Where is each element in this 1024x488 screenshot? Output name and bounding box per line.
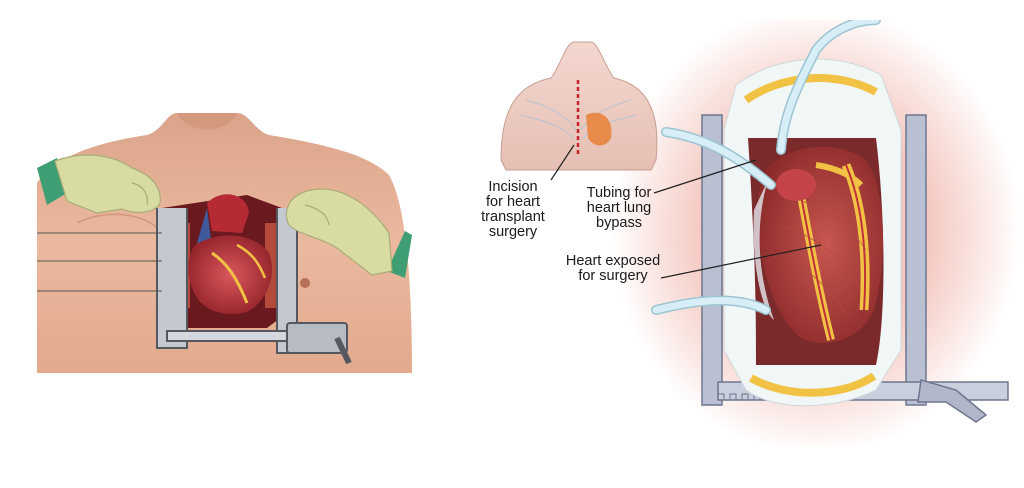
heart-exposed-label: Heart exposed for surgery [560,254,666,284]
gloved-hand-right [285,188,412,278]
heart-exposed [753,146,884,343]
surgical-field-svg [500,5,1021,455]
heart-exposed-label-line-1: Heart exposed [565,253,661,269]
open-chest-illustration [37,113,412,373]
bypass-tubing [651,15,881,315]
sternal-retractor [156,208,352,365]
surgical-field-illustration: Incision for heart transplant surgery Tu… [456,5,1021,455]
heart-pointer [660,244,822,279]
torso-diagram [500,41,658,171]
open-chest-svg [37,113,412,373]
tubing-label-line-1: Tubing for [586,185,652,201]
incision-pointer [550,144,575,181]
retractor-crank [917,379,988,423]
heart-small-icon [586,112,612,146]
tubing-label-line-3: bypass [596,215,642,231]
incision-label-line-1: Incision [488,179,538,195]
tubing-label-line-2: heart lung [586,200,652,216]
incision-label-line-2: for heart [486,194,540,210]
gloved-hand-left [37,154,161,214]
incision-label-line-4: surgery [488,224,538,240]
aorta [207,194,249,233]
coronary-fat [211,251,249,304]
heart-exposed-label-line-2: for surgery [578,268,648,284]
tubing-label: Tubing for heart lung bypass [574,186,664,231]
aorta-right [776,169,816,201]
vena-cava [197,208,212,248]
incision-label: Incision for heart transplant surgery [458,180,568,240]
neck-shadow [177,113,237,130]
tubing-pointer [653,159,757,194]
nipple-right [300,278,310,288]
incision-label-line-3: transplant [481,209,545,225]
coronary-fat-2 [236,243,267,279]
